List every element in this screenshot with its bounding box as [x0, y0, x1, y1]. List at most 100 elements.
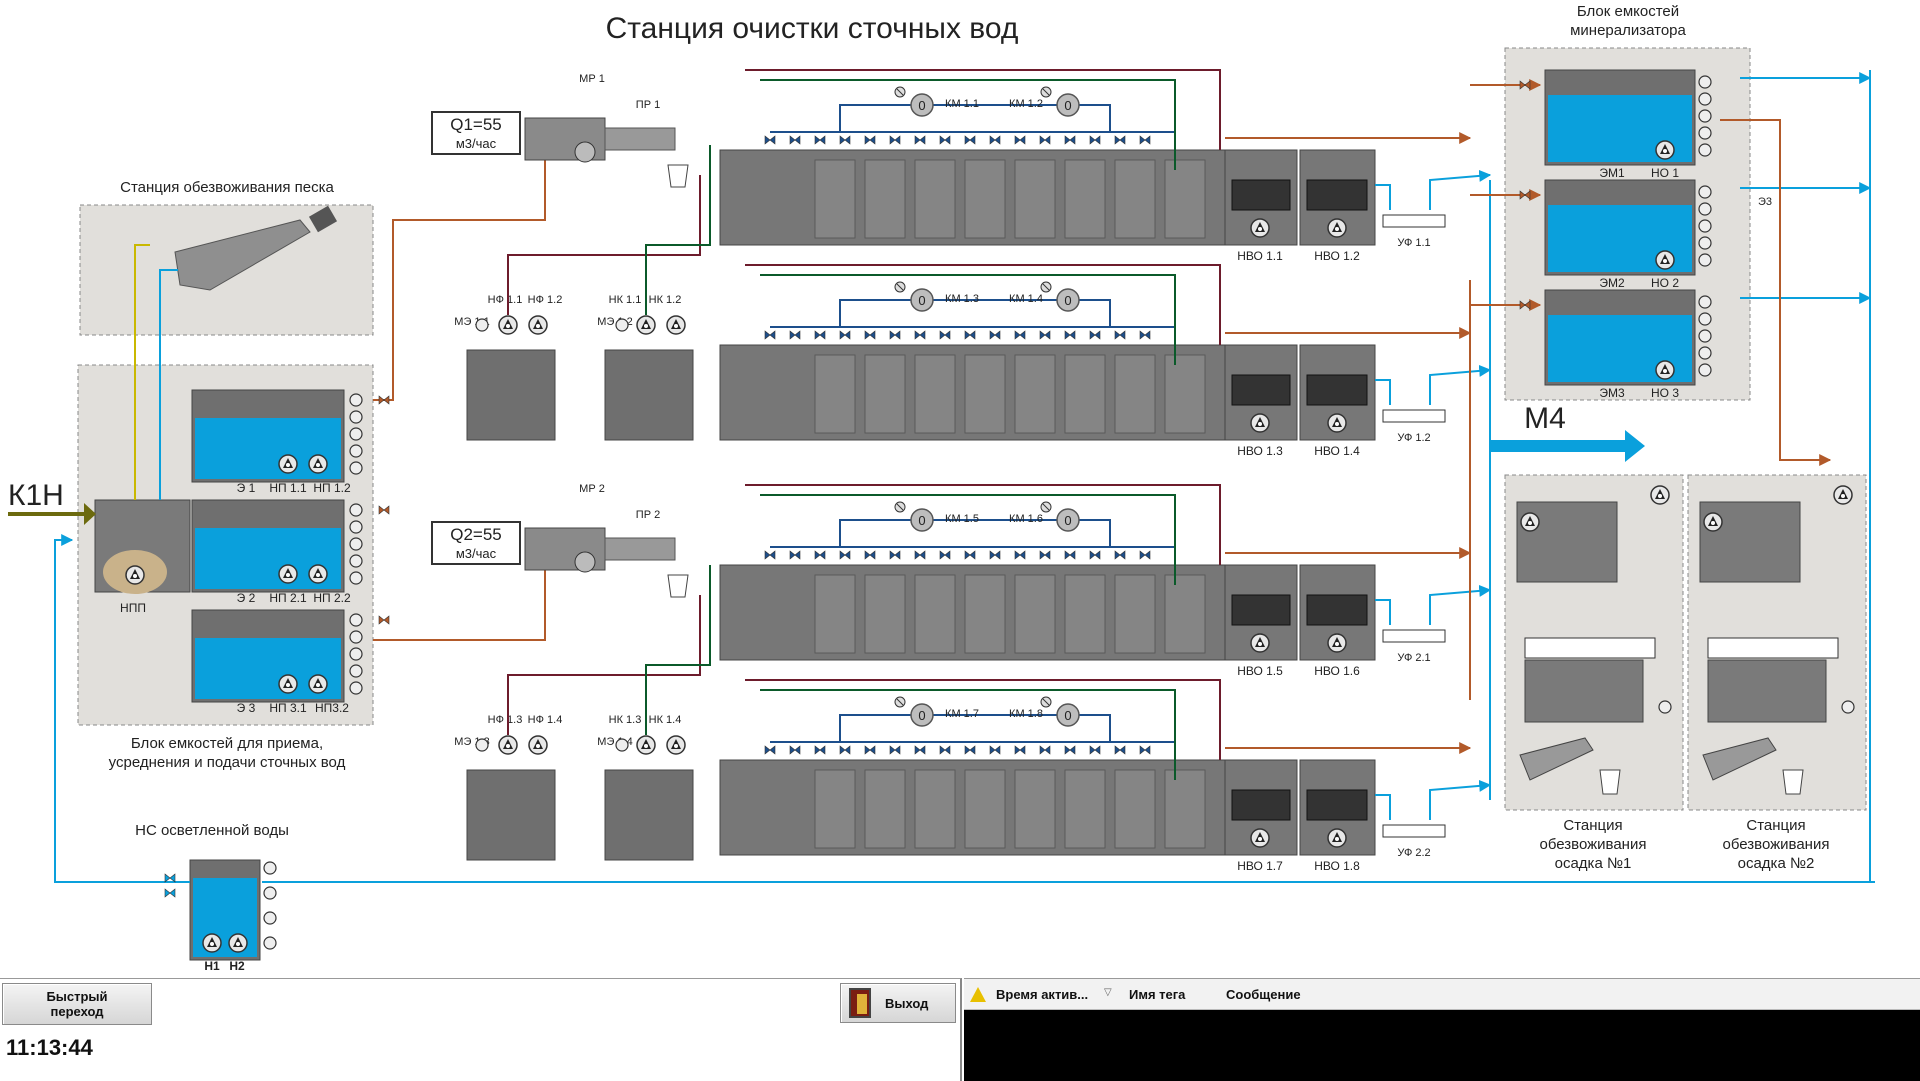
valve-icon[interactable] [1089, 550, 1101, 560]
sort-icon[interactable]: ▽ [1104, 987, 1112, 998]
valve-icon[interactable] [378, 615, 390, 625]
valve-icon[interactable] [764, 135, 776, 145]
alarm-col-tag[interactable]: Имя тега [1129, 987, 1186, 1002]
valve-icon[interactable] [1114, 135, 1126, 145]
valve-icon[interactable] [1014, 745, 1026, 755]
valve-icon[interactable] [164, 888, 176, 898]
valve-icon[interactable] [1064, 550, 1076, 560]
valve-icon[interactable] [864, 330, 876, 340]
valve-icon[interactable] [814, 135, 826, 145]
valve-icon[interactable] [889, 135, 901, 145]
valve-icon[interactable] [939, 550, 951, 560]
pump-icon[interactable] [308, 564, 328, 584]
pump-icon[interactable] [1250, 413, 1270, 433]
npp-pump-icon[interactable] [125, 565, 145, 585]
valve-icon[interactable] [1519, 190, 1531, 200]
valve-icon[interactable] [989, 745, 1001, 755]
pump-icon[interactable] [1833, 485, 1853, 505]
valve-icon[interactable] [914, 745, 926, 755]
valve-icon[interactable] [839, 135, 851, 145]
dosing-pump-icon[interactable] [498, 315, 518, 335]
alarm-list[interactable] [964, 1010, 1920, 1081]
valve-icon[interactable] [1064, 745, 1076, 755]
valve-icon[interactable] [1114, 550, 1126, 560]
dosing-pump-icon[interactable] [498, 735, 518, 755]
dosing-pump-icon[interactable] [528, 735, 548, 755]
pump-icon[interactable] [1655, 140, 1675, 160]
valve-icon[interactable] [889, 330, 901, 340]
pump-icon[interactable] [308, 674, 328, 694]
pump-icon[interactable] [278, 674, 298, 694]
blower-icon[interactable]: 0 [894, 501, 934, 532]
valve-icon[interactable] [378, 395, 390, 405]
pump-icon[interactable] [1327, 218, 1347, 238]
valve-icon[interactable] [1519, 80, 1531, 90]
pump-icon[interactable] [308, 454, 328, 474]
pump-icon[interactable] [1250, 828, 1270, 848]
valve-icon[interactable] [1064, 135, 1076, 145]
valve-icon[interactable] [964, 330, 976, 340]
blower-icon[interactable]: 0 [1040, 86, 1080, 117]
valve-icon[interactable] [764, 330, 776, 340]
valve-icon[interactable] [939, 135, 951, 145]
valve-icon[interactable] [789, 135, 801, 145]
valve-icon[interactable] [789, 550, 801, 560]
dosing-pump-icon[interactable] [636, 315, 656, 335]
quick-jump-button[interactable]: Быстрый переход [2, 983, 152, 1025]
valve-icon[interactable] [989, 550, 1001, 560]
pump-icon[interactable] [1655, 360, 1675, 380]
blower-icon[interactable]: 0 [1040, 501, 1080, 532]
valve-icon[interactable] [1039, 330, 1051, 340]
blower-icon[interactable]: 0 [1040, 696, 1080, 727]
dosing-pump-icon[interactable] [666, 315, 686, 335]
valve-icon[interactable] [1039, 135, 1051, 145]
valve-icon[interactable] [864, 550, 876, 560]
valve-icon[interactable] [964, 745, 976, 755]
blower-icon[interactable]: 0 [894, 86, 934, 117]
valve-icon[interactable] [864, 745, 876, 755]
dosing-pump-icon[interactable] [528, 315, 548, 335]
valve-icon[interactable] [889, 745, 901, 755]
valve-icon[interactable] [1014, 550, 1026, 560]
dosing-pump-icon[interactable] [636, 735, 656, 755]
blower-icon[interactable]: 0 [894, 281, 934, 312]
pump-icon[interactable] [1650, 485, 1670, 505]
valve-icon[interactable] [814, 745, 826, 755]
valve-icon[interactable] [914, 330, 926, 340]
pump-icon[interactable] [278, 454, 298, 474]
valve-icon[interactable] [764, 550, 776, 560]
valve-icon[interactable] [164, 873, 176, 883]
pump-icon[interactable] [202, 933, 222, 953]
valve-icon[interactable] [939, 745, 951, 755]
exit-button[interactable]: Выход [840, 983, 956, 1023]
valve-icon[interactable] [764, 745, 776, 755]
pump-icon[interactable] [1327, 413, 1347, 433]
valve-icon[interactable] [789, 330, 801, 340]
valve-icon[interactable] [378, 505, 390, 515]
valve-icon[interactable] [814, 550, 826, 560]
valve-icon[interactable] [1014, 330, 1026, 340]
valve-icon[interactable] [1139, 135, 1151, 145]
alarm-col-message[interactable]: Сообщение [1226, 987, 1301, 1002]
pump-icon[interactable] [228, 933, 248, 953]
valve-icon[interactable] [1039, 550, 1051, 560]
pump-icon[interactable] [1655, 250, 1675, 270]
valve-icon[interactable] [1139, 330, 1151, 340]
pump-icon[interactable] [1520, 512, 1540, 532]
valve-icon[interactable] [989, 135, 1001, 145]
valve-icon[interactable] [1519, 300, 1531, 310]
valve-icon[interactable] [1039, 745, 1051, 755]
valve-icon[interactable] [1139, 745, 1151, 755]
pump-icon[interactable] [1327, 633, 1347, 653]
valve-icon[interactable] [939, 330, 951, 340]
pump-icon[interactable] [1327, 828, 1347, 848]
valve-icon[interactable] [789, 745, 801, 755]
dosing-pump-icon[interactable] [666, 735, 686, 755]
valve-icon[interactable] [1014, 135, 1026, 145]
pump-icon[interactable] [278, 564, 298, 584]
valve-icon[interactable] [964, 550, 976, 560]
valve-icon[interactable] [989, 330, 1001, 340]
valve-icon[interactable] [914, 135, 926, 145]
valve-icon[interactable] [1114, 330, 1126, 340]
valve-icon[interactable] [839, 550, 851, 560]
